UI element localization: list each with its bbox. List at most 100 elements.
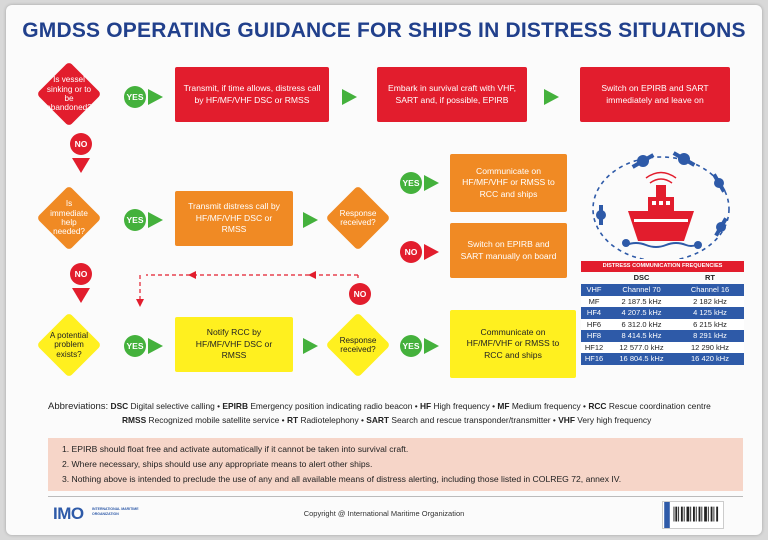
decision-response-received-text: Response received? — [339, 208, 377, 227]
note-item: 3. Nothing above is intended to preclude… — [62, 474, 622, 484]
arrow-down-icon — [72, 288, 90, 303]
arrow-right-icon — [424, 338, 439, 354]
abbr-text: Very high frequency — [577, 415, 652, 426]
yes-badge: YES — [124, 86, 146, 108]
note-item: 2. Where necessary, ships should use any… — [62, 459, 373, 469]
note-item: 1. EPIRB should float free and activate … — [62, 444, 409, 454]
decision-vessel-sinking: Is vessel sinking or to be abandoned? — [32, 57, 106, 131]
dsc-cell: 6 312.0 kHz — [621, 319, 662, 329]
step-switch-on-epirb: Switch on EPIRB and SART immediately and… — [580, 67, 730, 122]
col-dsc: DSC — [633, 273, 650, 282]
abbreviations-label: Abbreviations: — [48, 401, 109, 412]
decision-potential-problem: A potential problem exists? — [32, 308, 106, 382]
arrow-right-icon — [424, 175, 439, 191]
step-switch-on-epirb-manually: Switch on EPIRB and SART manually on boa… — [450, 223, 567, 278]
abbreviations: Abbreviations: DSC Digital selective cal… — [48, 401, 711, 426]
poster: GMDSS OPERATING GUIDANCE FOR SHIPS IN DI… — [6, 5, 762, 535]
rt-cell: 16 420 kHz — [691, 354, 729, 363]
abbr-text: Emergency position indicating radio beac… — [250, 401, 413, 411]
notes-box: 1. EPIRB should float free and activate … — [48, 438, 743, 491]
barcode-icon — [662, 501, 724, 529]
table-row: HF16 16 804.5 kHz 16 420 kHz — [581, 353, 744, 365]
decision-response-received-2-text: Response received? — [339, 335, 377, 354]
rt-cell: Channel 16 — [690, 285, 730, 294]
frequency-table: DISTRESS COMMUNICATION FREQUENCIES DSC R… — [581, 261, 744, 365]
copyright-text: Copyright @ International Maritime Organ… — [303, 509, 465, 518]
imo-logo-subtitle: INTERNATIONAL MARITIME ORGANIZATION — [92, 507, 139, 516]
yes-badge: YES — [124, 209, 146, 231]
abbr-code: VHF — [558, 415, 575, 426]
arrow-right-icon — [148, 338, 163, 354]
dsc-cell: Channel 70 — [622, 285, 661, 294]
abbr-text: High frequency — [433, 401, 490, 411]
table-row: HF12 12 577.0 kHz 12 290 kHz — [581, 341, 744, 353]
dsc-cell: 4 207.5 kHz — [621, 308, 662, 317]
no-badge: NO — [70, 133, 92, 155]
abbr-text: Medium frequency — [511, 401, 581, 411]
dsc-cell: 2 187.5 kHz — [621, 296, 662, 306]
rt-cell: 12 290 kHz — [691, 342, 729, 352]
dsc-cell: 12 577.0 kHz — [619, 342, 664, 352]
rt-cell: 4 125 kHz — [693, 308, 727, 317]
decision-vessel-sinking-text: Is vessel sinking or to be abandoned? — [46, 75, 92, 113]
arrow-right-icon — [148, 212, 163, 228]
yes-badge: YES — [400, 172, 422, 194]
dsc-cell: 16 804.5 kHz — [619, 354, 664, 363]
rt-cell: 6 215 kHz — [693, 319, 727, 329]
step-transmit-distress-call: Transmit distress call by HF/MF/VHF DSC … — [175, 191, 293, 246]
no-badge: NO — [70, 263, 92, 285]
arrow-right-icon — [303, 338, 318, 354]
rt-cell: 2 182 kHz — [693, 296, 727, 306]
abbr-code: EPIRB — [222, 401, 249, 411]
decision-potential-problem-text: A potential problem exists? — [49, 330, 89, 359]
band-cell: HF12 — [584, 342, 604, 352]
band-cell: VHF — [586, 285, 602, 294]
abbr-text: Digital selective calling — [130, 401, 215, 411]
imo-logo: IMO — [53, 504, 84, 523]
footer-divider — [48, 496, 743, 497]
abbr-code: SART — [366, 415, 390, 426]
step-embark-survival-craft: Embark in survival craft with VHF, SART … — [377, 67, 527, 122]
decision-immediate-help-text: Is immediate help needed? — [50, 199, 88, 237]
yes-badge: YES — [400, 335, 422, 357]
table-row: HF8 8 414.5 kHz 8 291 kHz — [581, 330, 744, 342]
abbr-text: Search and rescue transponder/transmitte… — [391, 415, 551, 426]
arrow-right-icon — [148, 89, 163, 105]
table-row: HF6 6 312.0 kHz 6 215 kHz — [581, 318, 744, 330]
page-title: GMDSS OPERATING GUIDANCE FOR SHIPS IN DI… — [22, 19, 746, 42]
step-notify-rcc: Notify RCC by HF/MF/VHF DSC or RMSS — [175, 317, 293, 372]
abbr-code: RT — [286, 415, 299, 426]
arrow-right-icon — [424, 244, 439, 260]
frequency-table-heading: DISTRESS COMMUNICATION FREQUENCIES — [581, 261, 744, 272]
abbr-code: MF — [497, 401, 510, 411]
band-cell: HF8 — [586, 331, 602, 340]
decision-response-received: Response received? — [321, 181, 395, 255]
arrow-right-icon — [342, 89, 357, 105]
no-badge: NO — [400, 241, 422, 263]
band-cell: HF6 — [586, 319, 602, 329]
decision-immediate-help: Is immediate help needed? — [32, 181, 106, 255]
abbr-code: RCC — [588, 401, 607, 411]
table-row: HF4 4 207.5 kHz 4 125 kHz — [581, 307, 744, 319]
decision-response-received-2: Response received? — [321, 308, 395, 382]
abbr-code: DSC — [110, 401, 129, 411]
step-transmit-distress: Transmit, if time allows, distress call … — [175, 67, 329, 122]
abbr-code: HF — [419, 401, 432, 411]
col-rt: RT — [705, 273, 715, 282]
table-row: MF 2 187.5 kHz 2 182 kHz — [581, 295, 744, 307]
abbr-text: Recognized mobile satellite service — [148, 415, 280, 426]
band-cell: HF16 — [584, 354, 604, 363]
dsc-cell: 8 414.5 kHz — [621, 331, 662, 340]
ship-satellite-illustration — [592, 151, 730, 259]
dashed-return-arrow — [136, 271, 359, 307]
band-cell: MF — [588, 296, 600, 306]
abbr-text: Radiotelephony — [300, 415, 359, 426]
arrow-down-icon — [72, 158, 90, 173]
no-badge: NO — [349, 283, 371, 305]
step-communicate-rcc: Communicate on HF/MF/VHF or RMSS to RCC … — [450, 154, 567, 212]
table-row: VHF Channel 70 Channel 16 — [581, 284, 744, 296]
arrow-right-icon — [544, 89, 559, 105]
arrow-right-icon — [303, 212, 318, 228]
band-cell: HF4 — [586, 308, 602, 317]
abbr-text: Rescue coordination centre — [608, 401, 711, 411]
